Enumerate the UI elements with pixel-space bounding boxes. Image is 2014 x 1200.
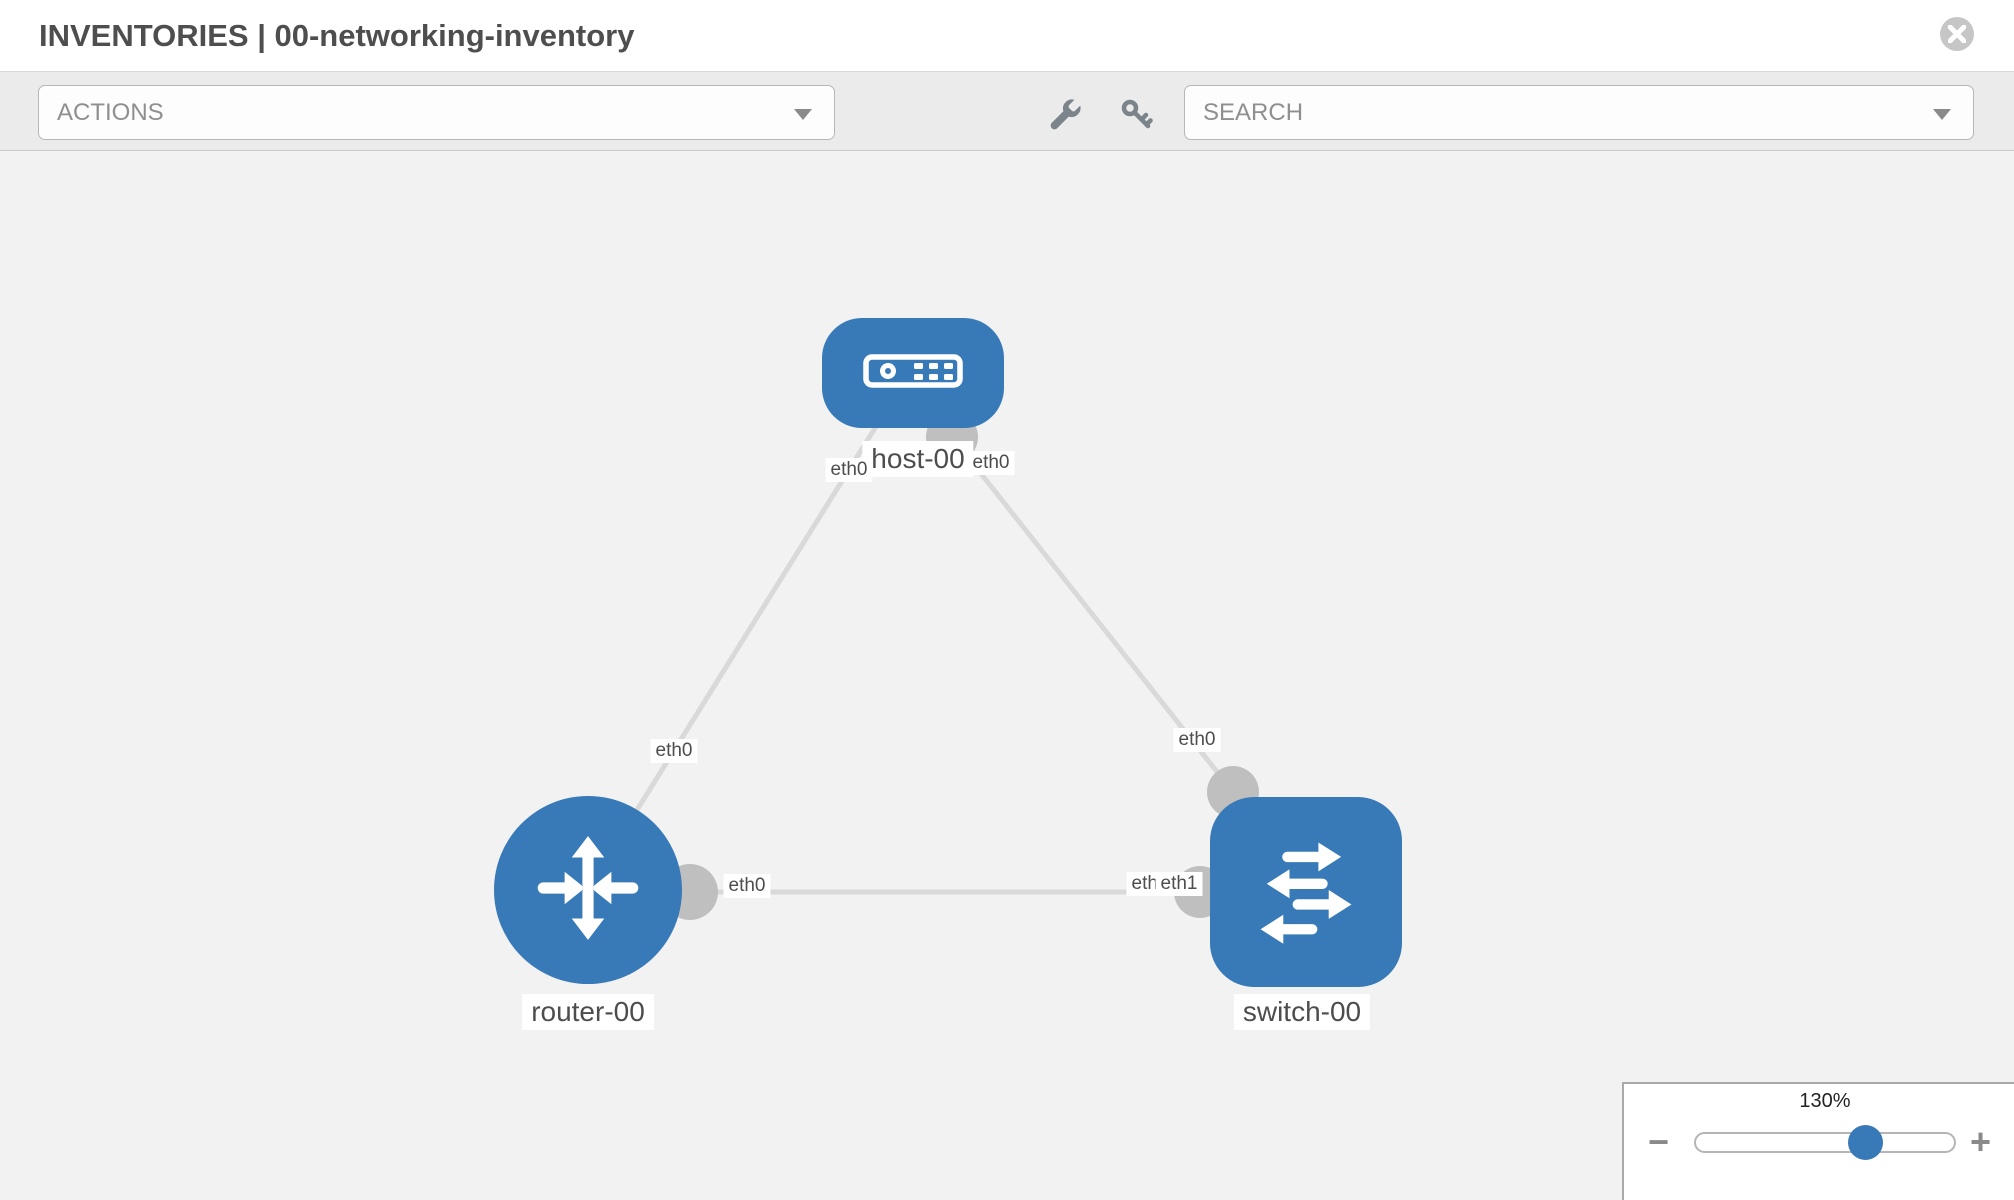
node-label-host-00: host-00: [862, 441, 974, 477]
interface-label-switch-eth1: eth1: [1155, 872, 1203, 896]
interface-label-router-eth0-uplink: eth0: [650, 739, 698, 763]
page-header: INVENTORIES | 00-networking-inventory: [0, 0, 2014, 72]
key-button[interactable]: [1119, 97, 1153, 131]
zoom-control-panel: 130% − +: [1622, 1082, 2014, 1200]
chevron-down-icon: [794, 109, 812, 120]
page-title: INVENTORIES | 00-networking-inventory: [39, 18, 635, 53]
search-dropdown[interactable]: SEARCH: [1184, 85, 1974, 140]
node-host-00[interactable]: [822, 318, 1004, 428]
interface-label-router-eth0-right: eth0: [723, 874, 771, 898]
node-switch-00[interactable]: [1210, 797, 1402, 987]
zoom-level-value: 130%: [1799, 1090, 1851, 1112]
node-router-00[interactable]: [494, 796, 682, 984]
node-label-router-00: router-00: [522, 994, 654, 1030]
topology-links-layer: [600, 411, 1259, 920]
wrench-button[interactable]: [1050, 97, 1084, 131]
chevron-down-icon: [1933, 109, 1951, 120]
wrench-icon: [1050, 99, 1084, 135]
actions-dropdown-label: ACTIONS: [57, 99, 164, 126]
topology-canvas[interactable]: host-00 router-00 switch-00 eth0 eth0 et…: [0, 151, 2014, 1200]
actions-dropdown[interactable]: ACTIONS: [38, 85, 835, 140]
switch-icon: [1244, 828, 1368, 957]
zoom-in-button[interactable]: +: [1970, 1121, 1992, 1162]
interface-label-host-eth0-left: eth0: [825, 458, 873, 482]
close-button[interactable]: [1940, 17, 1974, 51]
interface-label-host-eth0-right: eth0: [967, 451, 1015, 475]
node-label-switch-00: switch-00: [1233, 994, 1371, 1030]
key-icon: [1119, 99, 1153, 135]
zoom-out-button[interactable]: −: [1648, 1121, 1670, 1162]
interface-label-switch-eth0-uplink: eth0: [1173, 728, 1221, 752]
toolbar: ACTIONS: [0, 72, 2014, 151]
host-icon: [863, 353, 963, 393]
router-icon: [527, 827, 649, 954]
search-dropdown-label: SEARCH: [1203, 99, 1304, 126]
zoom-slider-handle[interactable]: [1848, 1125, 1883, 1160]
zoom-slider-track[interactable]: [1694, 1132, 1956, 1153]
